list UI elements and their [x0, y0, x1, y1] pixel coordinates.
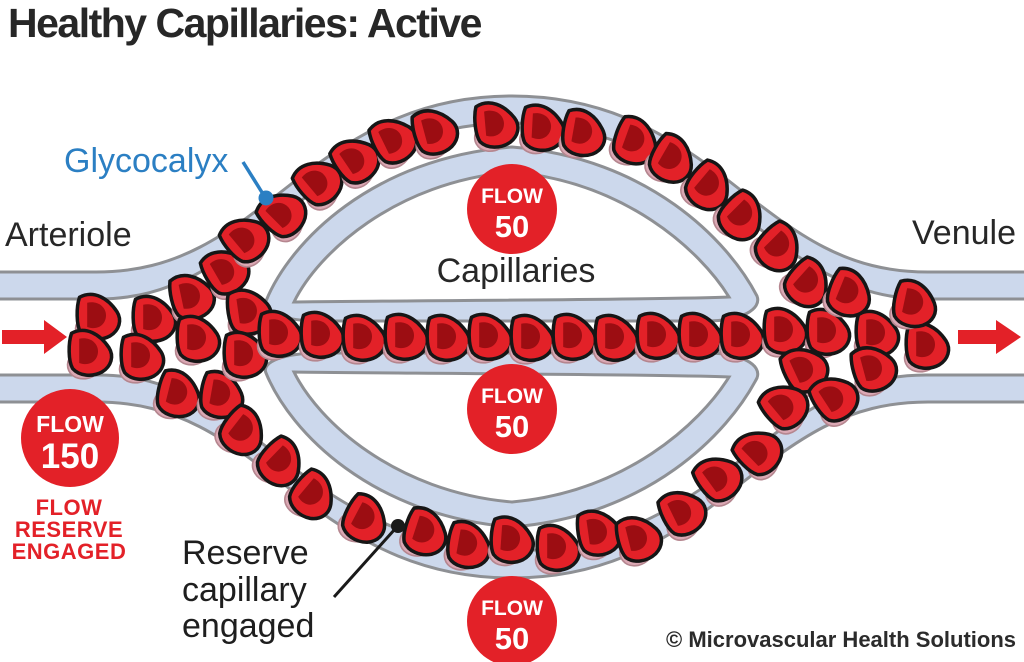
glycocalyx-label: Glycocalyx: [64, 142, 228, 180]
flow-badge-arteriole: FLOW 150: [21, 389, 119, 487]
svg-text:FLOW: FLOW: [36, 411, 104, 437]
arteriole-label: Arteriole: [5, 216, 132, 254]
svg-text:50: 50: [495, 621, 529, 656]
glycocalyx-callout: Glycocalyx: [64, 142, 274, 206]
reserve-capillary-callout: Reserve capillary engaged: [182, 519, 405, 645]
svg-text:FLOW: FLOW: [481, 185, 543, 208]
svg-text:FLOW: FLOW: [481, 385, 543, 408]
flow-reserve-engaged-note: FLOW RESERVE ENGAGED: [12, 495, 127, 564]
svg-text:FLOW: FLOW: [481, 597, 543, 620]
inflow-arrow-icon: [2, 320, 67, 354]
reserve-note-line2: capillary: [182, 571, 307, 609]
reserve-note-line1: Reserve: [182, 534, 309, 572]
outflow-arrow-icon: [958, 320, 1021, 354]
svg-text:150: 150: [41, 437, 99, 476]
flow-badge-capillary-top: FLOW 50: [467, 164, 557, 254]
flow-badge-capillary-bottom: FLOW 50: [467, 576, 557, 662]
copyright-text: © Microvascular Health Solutions: [666, 627, 1016, 652]
reserve-note-line3: engaged: [182, 607, 314, 645]
svg-text:50: 50: [495, 209, 529, 244]
capillaries-label: Capillaries: [437, 252, 596, 290]
page-title: Healthy Capillaries: Active: [8, 0, 482, 46]
glycocalyx-pointer-dot: [258, 190, 274, 206]
flow-badge-capillary-middle: FLOW 50: [467, 364, 557, 454]
svg-text:FLOW: FLOW: [36, 495, 103, 520]
svg-text:50: 50: [495, 409, 529, 444]
svg-text:ENGAGED: ENGAGED: [12, 539, 127, 564]
reserve-pointer-dot: [391, 519, 405, 533]
venule-label: Venule: [912, 214, 1016, 252]
svg-text:RESERVE: RESERVE: [15, 517, 123, 542]
